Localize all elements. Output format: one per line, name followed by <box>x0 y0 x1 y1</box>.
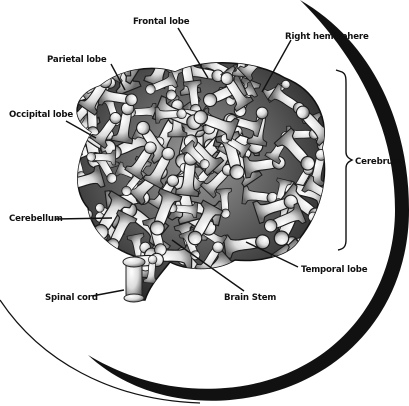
chess-piece-shape <box>59 252 94 287</box>
label-spinal-cord: Spinal cord <box>45 293 98 303</box>
label-parietal-lobe: Parietal lobe <box>47 55 107 65</box>
label-temporal-lobe: Temporal lobe <box>301 265 368 275</box>
label-cerebrum: Cerebrum <box>355 157 402 167</box>
label-right-hemisphere: Right hemisphere <box>285 32 369 42</box>
label-frontal-lobe: Frontal lobe <box>133 17 190 27</box>
chess-piece-shape <box>306 239 339 259</box>
cerebrum-bracket <box>336 70 352 250</box>
label-occipital-lobe: Occipital lobe <box>9 110 73 120</box>
brain-illustration <box>57 37 340 302</box>
label-cerebellum: Cerebellum <box>9 214 63 224</box>
label-brain-stem: Brain Stem <box>224 293 276 303</box>
chess-piece-shape <box>299 49 337 78</box>
spinal-column <box>123 257 145 302</box>
chess-piece-shape <box>266 260 298 278</box>
